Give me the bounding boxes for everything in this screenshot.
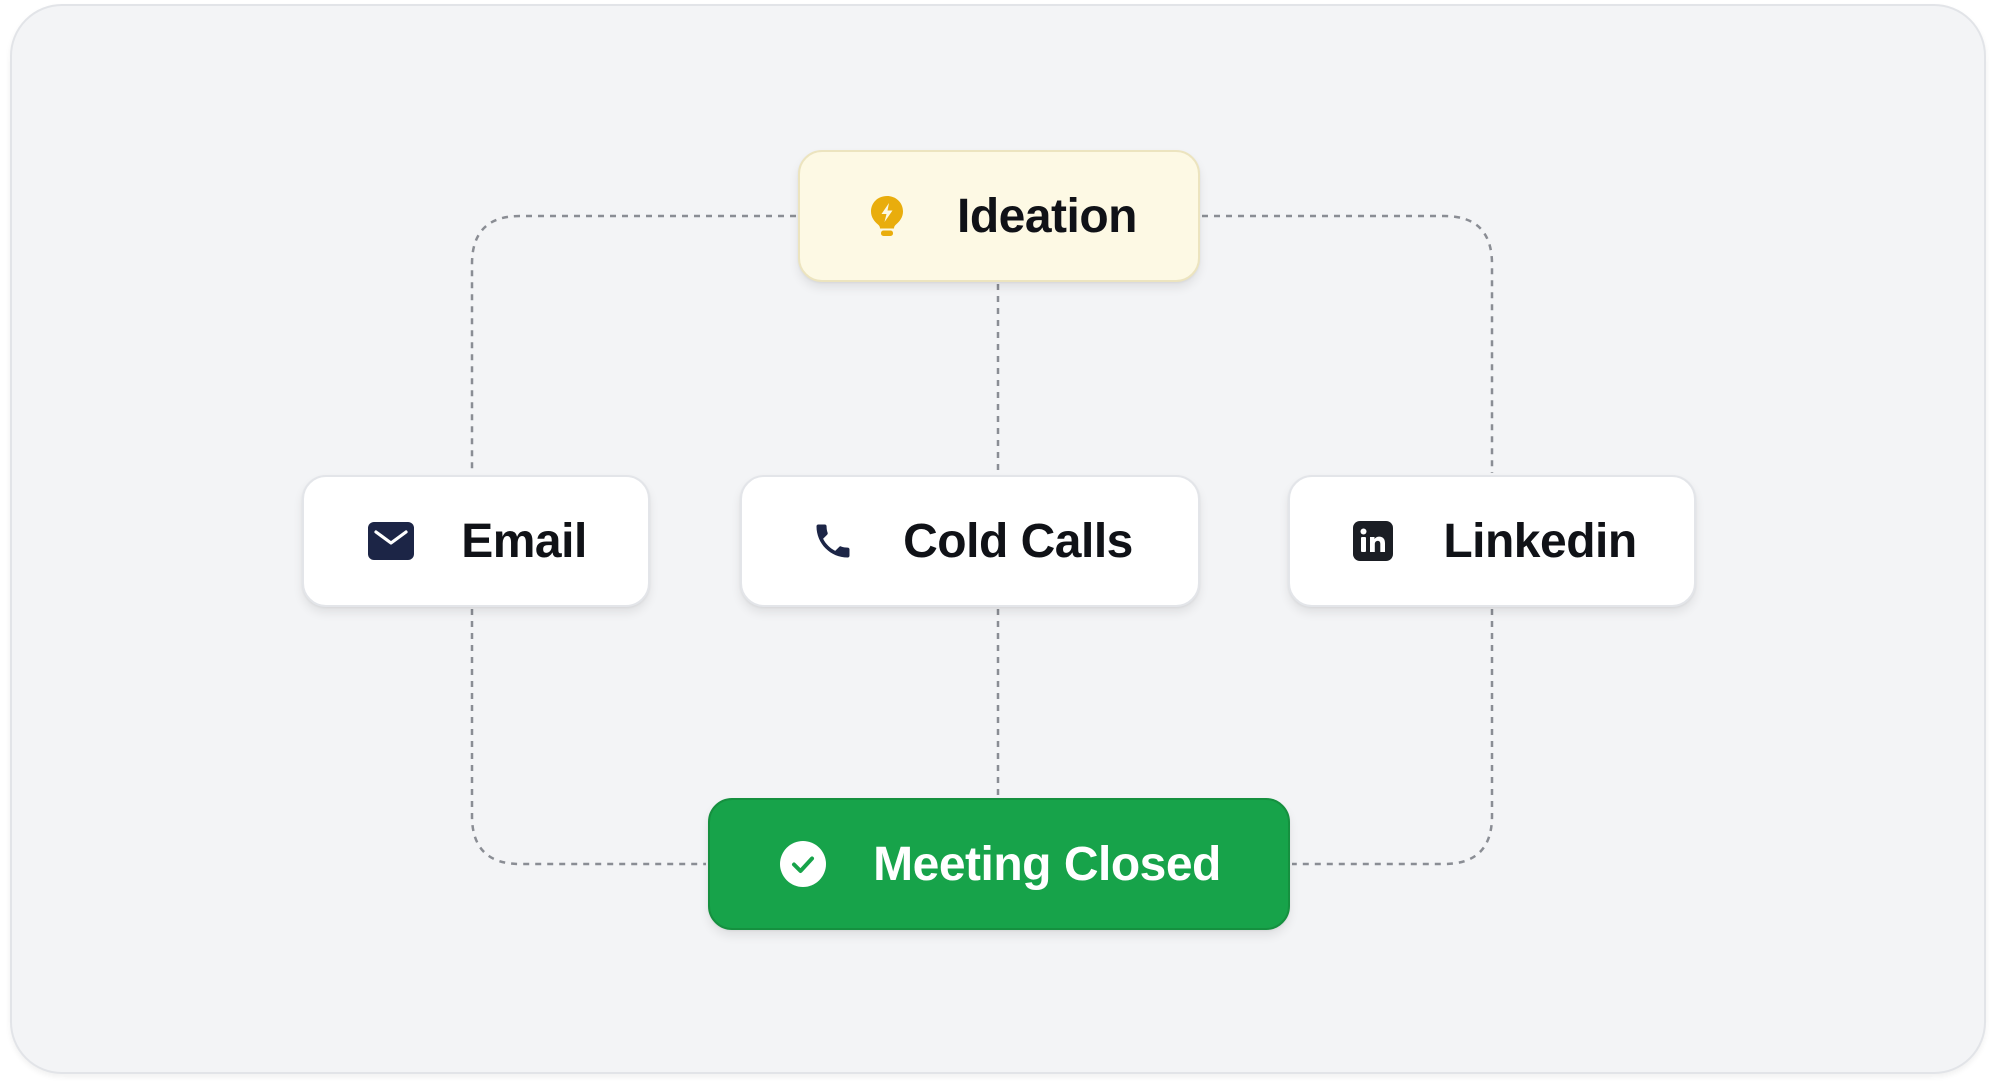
node-cold-calls[interactable]: Cold Calls <box>740 475 1200 607</box>
lightbulb-icon <box>861 190 913 242</box>
node-ideation[interactable]: Ideation <box>798 150 1200 282</box>
check-circle-icon <box>777 838 829 890</box>
node-email-label: Email <box>461 514 587 568</box>
node-linkedin[interactable]: Linkedin <box>1288 475 1696 607</box>
node-meeting-closed[interactable]: Meeting Closed <box>708 798 1290 930</box>
mail-icon <box>365 515 417 567</box>
node-linkedin-label: Linkedin <box>1443 514 1637 568</box>
node-email[interactable]: Email <box>302 475 650 607</box>
phone-icon <box>807 515 859 567</box>
node-ideation-label: Ideation <box>956 189 1138 243</box>
linkedin-icon <box>1347 515 1399 567</box>
node-cold-calls-label: Cold Calls <box>903 514 1133 568</box>
node-meeting-closed-label: Meeting Closed <box>873 837 1221 891</box>
